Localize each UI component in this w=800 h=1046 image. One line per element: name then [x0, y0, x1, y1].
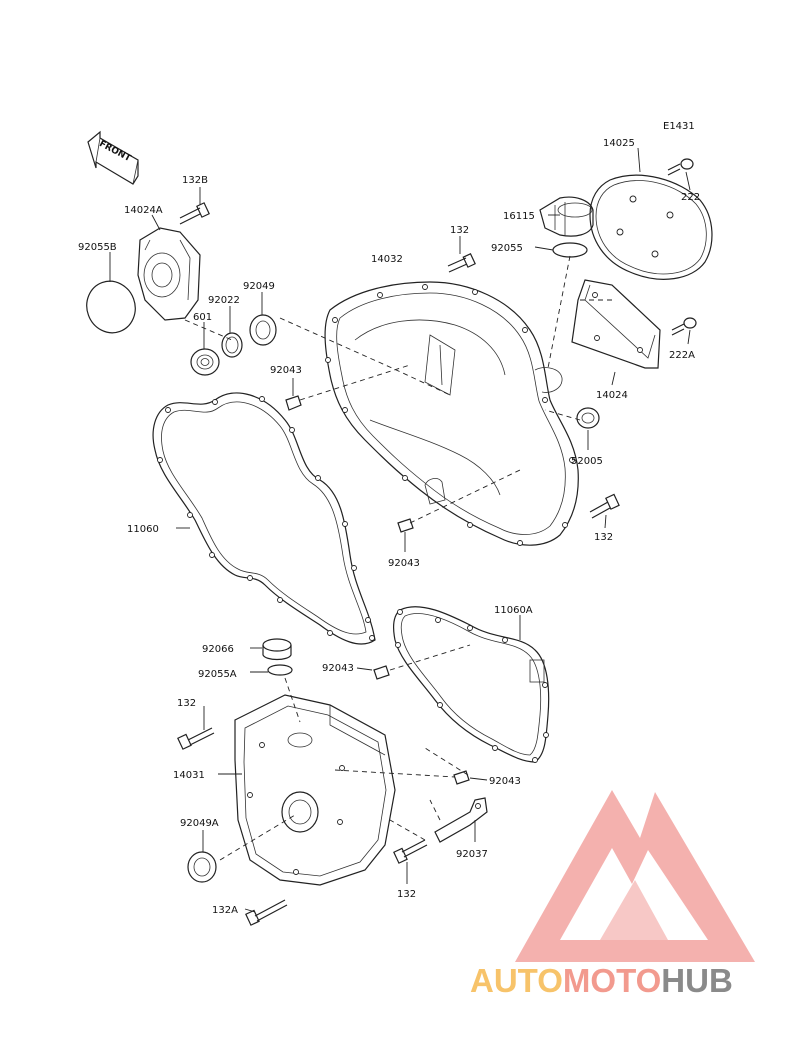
label-92055B: 92055B	[78, 242, 117, 253]
watermark-auto: AUTO	[470, 962, 563, 999]
round-cover-14025	[589, 174, 713, 280]
label-92043-d: 92043	[489, 776, 521, 787]
bolt-132-top	[447, 252, 476, 273]
bolt-132-right	[589, 493, 620, 519]
label-92049: 92049	[243, 281, 275, 292]
bearing-601	[190, 348, 220, 376]
gasket-11060A	[393, 606, 550, 763]
label-132-right: 132	[594, 532, 613, 543]
label-222: 222	[681, 192, 700, 203]
dowel-pin-92043-d	[453, 770, 470, 785]
o-ring-92055	[552, 242, 588, 258]
diagram-code: E1431	[663, 121, 695, 132]
gasket-11060	[152, 392, 376, 645]
label-11060A: 11060A	[494, 605, 533, 616]
dowel-pin-92043-c	[373, 665, 390, 680]
label-14024: 14024	[596, 390, 628, 401]
pump-cover-14024A	[137, 227, 201, 321]
label-92066: 92066	[202, 644, 234, 655]
o-ring-92055A	[267, 664, 293, 676]
label-132A: 132A	[212, 905, 238, 916]
bolt-132A	[245, 899, 288, 926]
label-222A: 222A	[669, 350, 695, 361]
watermark-logo: AUTOMOTOHUB	[470, 790, 755, 999]
bracket-92037	[434, 797, 488, 843]
watermark-triangle-inner	[600, 880, 668, 940]
label-132B: 132B	[182, 175, 208, 186]
label-132-bottom: 132	[397, 889, 416, 900]
oil-cap-16115	[539, 196, 594, 237]
label-14031: 14031	[173, 770, 205, 781]
seal-52005	[576, 407, 600, 429]
label-92037: 92037	[456, 849, 488, 860]
watermark-triangle	[515, 790, 755, 962]
front-arrow-label: FRONT	[97, 139, 133, 164]
bolt-132B	[179, 202, 210, 225]
label-132-top: 132	[450, 225, 469, 236]
bolt-132-bottom	[393, 839, 428, 864]
clutch-cover-14032	[324, 281, 579, 546]
label-132-left: 132	[177, 698, 196, 709]
label-92055A: 92055A	[198, 669, 237, 680]
leader-lines	[109, 147, 691, 913]
screw-222A	[671, 317, 697, 336]
label-92043-a: 92043	[270, 365, 302, 376]
ring-92022	[221, 332, 243, 358]
bracket-cover-14024	[571, 279, 661, 369]
label-92022: 92022	[208, 295, 240, 306]
label-92055: 92055	[491, 243, 523, 254]
label-52005: 52005	[571, 456, 603, 467]
part-labels: 14025 222 16115 92055 132 14032 132B 140…	[78, 138, 700, 916]
label-92043-c: 92043	[322, 663, 354, 674]
label-14024A: 14024A	[124, 205, 163, 216]
dowel-pin-92043-b	[397, 518, 414, 533]
label-92049A: 92049A	[180, 818, 219, 829]
screw-222	[667, 158, 694, 176]
label-14025: 14025	[603, 138, 635, 149]
label-16115: 16115	[503, 211, 535, 222]
bolt-132-left	[177, 727, 215, 750]
watermark-moto: MOTO	[563, 962, 661, 999]
lower-cover-14031	[234, 694, 396, 886]
dowel-pin-92043-a	[285, 395, 302, 411]
watermark-hub: HUB	[661, 962, 733, 999]
seal-92049	[249, 314, 277, 346]
label-14032: 14032	[371, 254, 403, 265]
label-601: 601	[193, 312, 212, 323]
front-arrow: FRONT	[87, 130, 139, 185]
label-92043-b: 92043	[388, 558, 420, 569]
seal-92049A	[187, 851, 217, 883]
watermark-text: AUTOMOTOHUB	[470, 962, 733, 999]
plug-92066	[262, 638, 292, 661]
label-11060: 11060	[127, 524, 159, 535]
o-ring-92055B	[86, 280, 136, 334]
